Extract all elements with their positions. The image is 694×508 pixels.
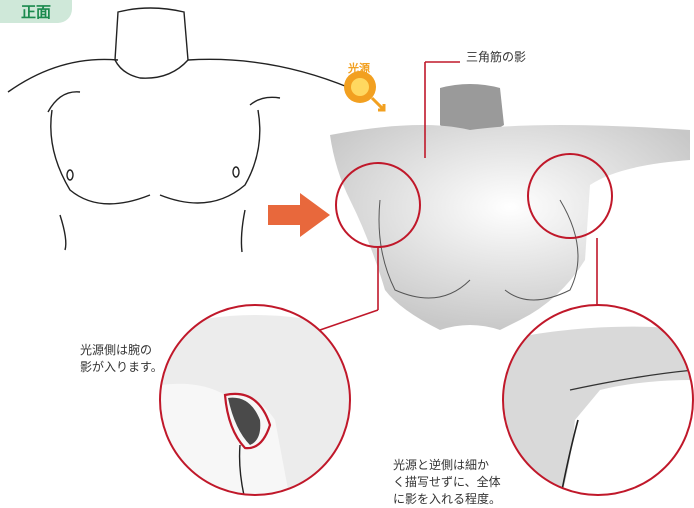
annotation-opposite-side: 光源と逆側は細か く描写せずに、全体 に影を入れる程度。 [393, 458, 502, 506]
annotation-light-side: 光源側は腕の 影が入ります。 [80, 343, 163, 374]
sun-icon: 光源 [344, 61, 386, 112]
arrow-right-icon [268, 193, 330, 237]
zoom-circle-right [502, 304, 694, 496]
light-source-label: 光源 [347, 61, 370, 75]
lineart-torso [7, 7, 351, 253]
annotation-deltoid-shadow: 三角筋の影 [466, 50, 527, 64]
highlight-armpit-right [527, 153, 613, 239]
shaded-torso [330, 61, 690, 330]
zoom-circle-left [159, 304, 351, 496]
view-label-tag: 正面 [0, 0, 72, 23]
